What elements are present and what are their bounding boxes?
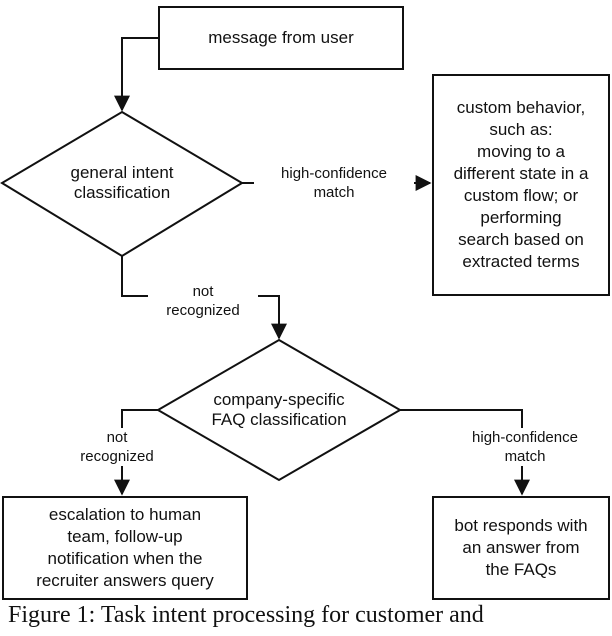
custom-behavior-text: custom behavior, such as: moving to a di… (453, 98, 589, 271)
escalation-box: escalation to human team, follow-up noti… (2, 496, 248, 600)
edge-label-not-recognized-1: not recognized (148, 282, 258, 320)
message-from-user-text: message from user (208, 28, 354, 47)
edge-label-high-confidence-1: high-confidence match (254, 164, 414, 202)
figure-caption: Figure 1: Task intent processing for cus… (8, 602, 484, 628)
bot-responds-box: bot responds with an answer from the FAQ… (432, 496, 610, 600)
bot-responds-text: bot responds with an answer from the FAQ… (454, 516, 588, 579)
faq-classification-label: company-specific FAQ classification (211, 390, 347, 429)
edge-label-not-recognized-2: not recognized (62, 428, 172, 466)
edge-label-high-confidence-2: high-confidence match (440, 428, 610, 466)
flowchart-connectors (0, 37, 530, 496)
edge-message-to-general-intent (114, 37, 158, 112)
edge-faq-to-escalation (114, 409, 158, 496)
edge-faq-to-bot (400, 409, 530, 496)
faq-classification-diamond (156, 338, 402, 482)
general-intent-label: general intent classification (70, 163, 174, 202)
general-intent-diamond (0, 110, 244, 258)
escalation-text: escalation to human team, follow-up noti… (36, 505, 214, 590)
message-from-user-box: message from user (158, 6, 404, 70)
custom-behavior-box: custom behavior, such as: moving to a di… (432, 74, 610, 296)
